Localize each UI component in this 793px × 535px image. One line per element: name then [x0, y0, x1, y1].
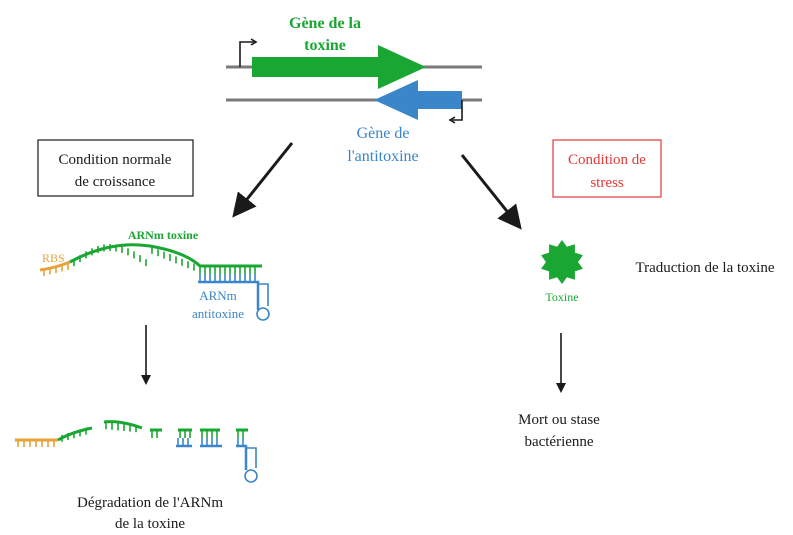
rbs-label: RBS: [42, 251, 65, 265]
mrna-antitoxin-label-line2: antitoxine: [192, 306, 244, 321]
toxin-protein-icon: [541, 240, 583, 284]
translation-label: Traduction de la toxine: [635, 260, 774, 276]
mrna-toxin-label: ARNm toxine: [128, 228, 199, 242]
normal-condition-box: [37, 139, 194, 197]
normal-condition-line2: de croissance: [75, 174, 156, 190]
antitoxin-gene-label-line2: l'antitoxine: [347, 148, 418, 165]
stress-condition-line2: stress: [590, 175, 623, 191]
toxin-label: Toxine: [545, 290, 578, 304]
stress-condition-box: [552, 139, 662, 198]
antitoxin-promoter-icon: [452, 100, 463, 121]
outcome-label-line1: Mort ou stase: [518, 412, 600, 428]
mrna-antitoxin-label-line1: ARNm: [199, 288, 237, 303]
normal-condition-line1: Condition normale: [59, 152, 172, 168]
antitoxin-gene-label-line1: Gène de: [357, 125, 410, 142]
toxin-promoter-icon: [239, 41, 254, 67]
toxin-gene-label-line1: Gène de la: [289, 15, 361, 32]
stress-condition-line1: Condition de: [568, 152, 646, 168]
degraded-mrna-fragments: [15, 420, 258, 483]
toxin-gene-label-line2: toxine: [304, 37, 346, 54]
antitoxin-mrna-strand: [198, 274, 270, 321]
arrow-to-stress-condition: [460, 154, 522, 230]
degradation-label-line2: de la toxine: [115, 516, 185, 532]
outcome-label-line2: bactérienne: [524, 434, 593, 450]
toxin-gene-arrow: [252, 45, 426, 89]
arrow-to-normal-condition: [232, 142, 294, 218]
antitoxin-gene-arrow: [374, 80, 462, 120]
degradation-label-line1: Dégradation de l'ARNm: [77, 495, 223, 511]
toxin-mrna-strand: [39, 243, 262, 276]
